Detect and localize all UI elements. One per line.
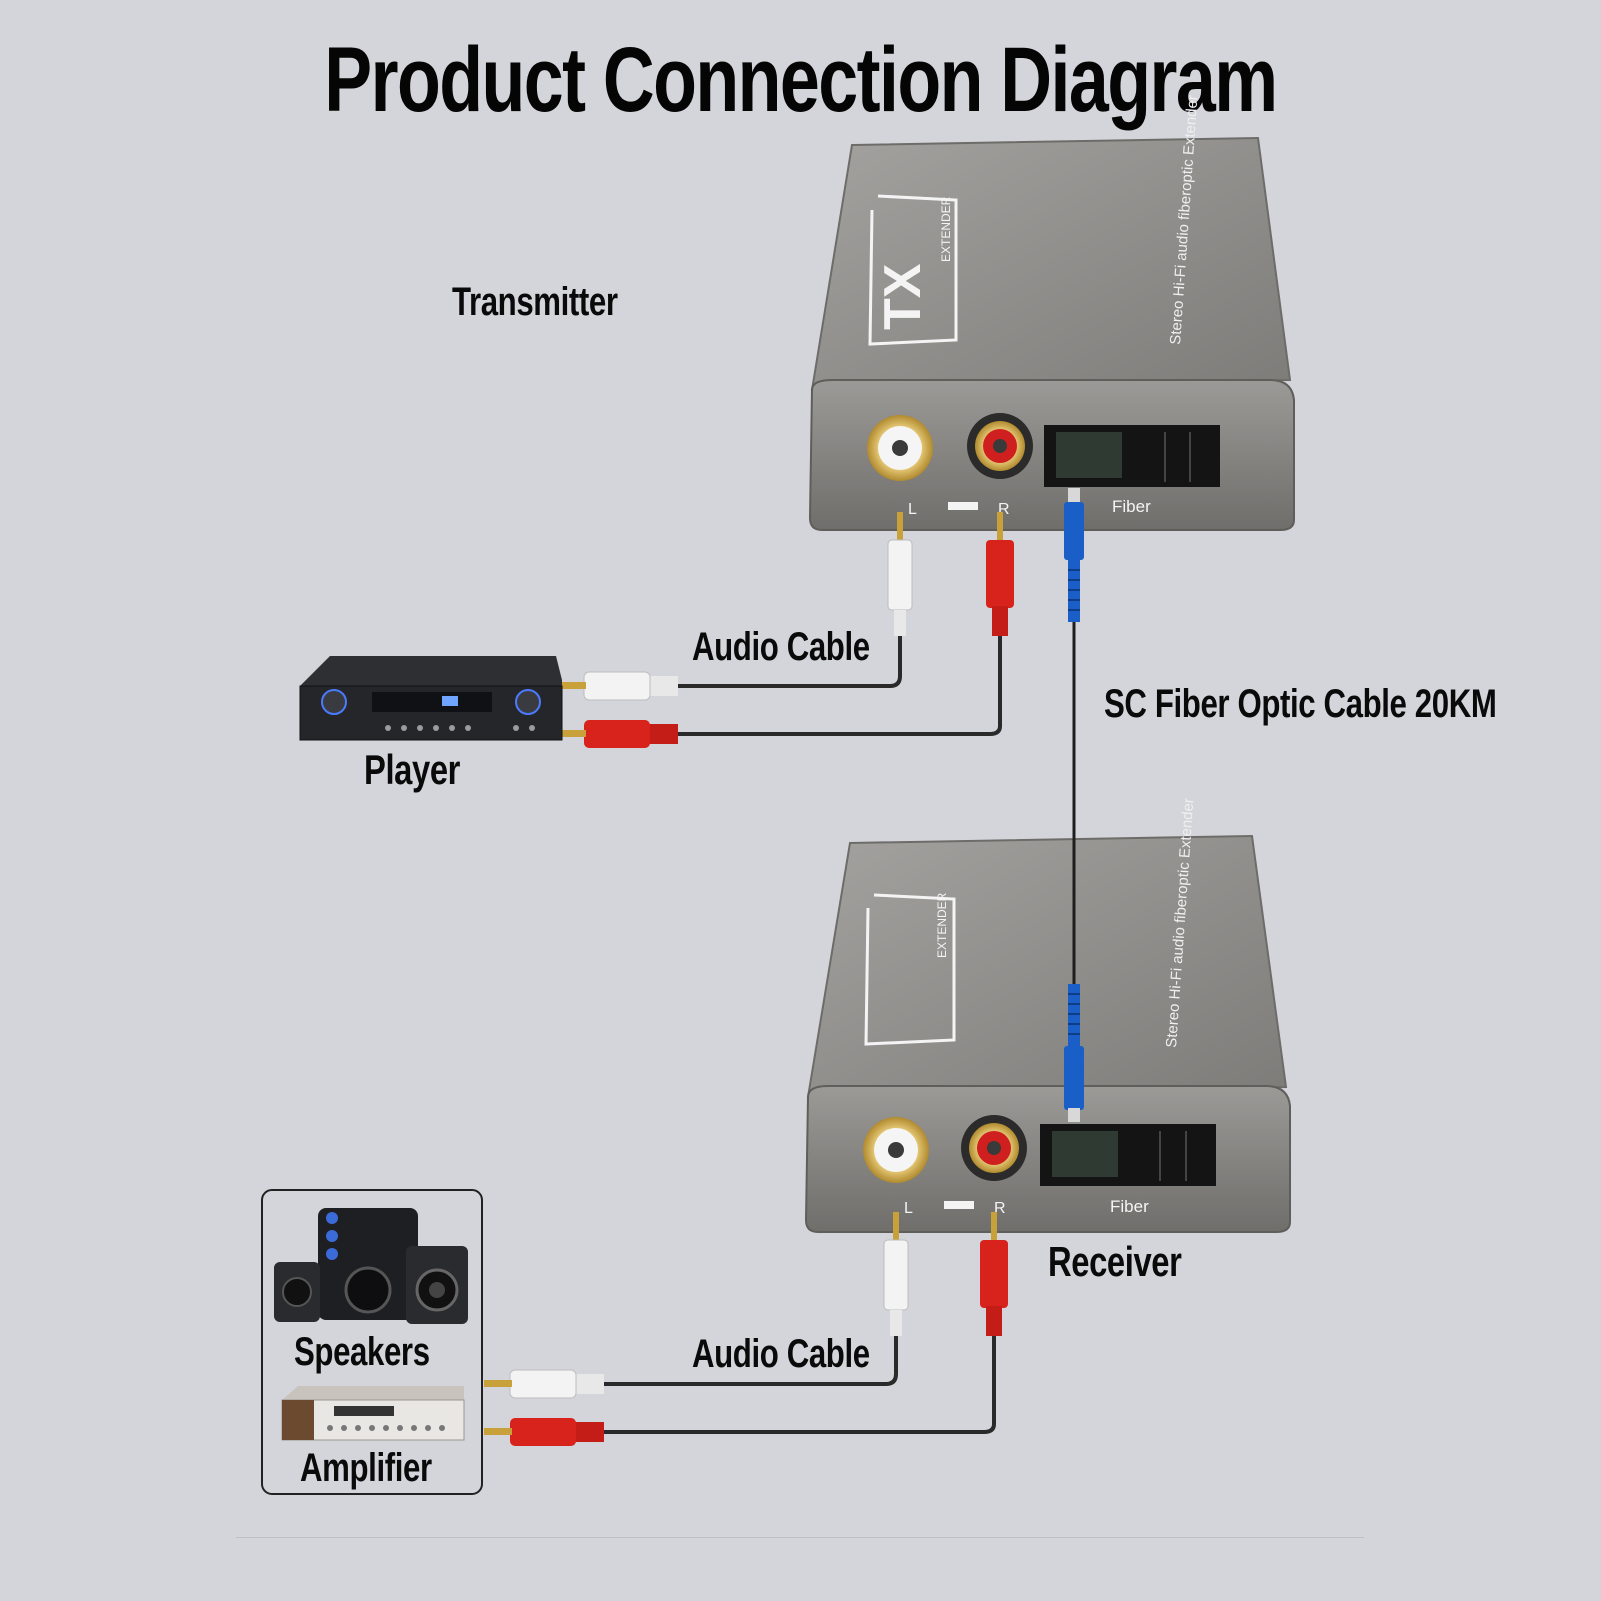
tx-badge-text: TX [874,263,932,330]
rx-badge: EXTENDER [864,892,956,1046]
tx-badge: TX EXTENDER [868,194,958,346]
player-knob-left-icon [321,689,347,715]
tx-fiber-port [1044,425,1220,487]
audio-cable-top [556,512,1014,748]
transmitter-label: Transmitter [452,280,618,324]
rx-port-divider [944,1201,974,1209]
tx-port-right [967,413,1033,479]
tx-port-right-label: R [998,501,1010,518]
player-device [299,656,563,741]
rx-port-right-label: R [994,1200,1006,1217]
rx-port-left-label: L [904,1200,913,1217]
page-title: Product Connection Diagram [324,29,1278,131]
player-label: Player [364,746,461,793]
rx-badge-sub: EXTENDER [935,892,949,958]
tx-fiber-label: Fiber [1112,497,1151,516]
audio-cable-top-label: Audio Cable [692,625,870,669]
tx-port-left-label: L [908,501,917,518]
bottom-divider [236,1537,1364,1538]
audio-cable-bottom-label: Audio Cable [692,1332,870,1376]
tx-port-divider [948,502,978,510]
transmitter-unit: TX EXTENDER Stereo Hi-Fi audio fiberopti… [808,95,1295,531]
receiver-unit: EXTENDER Stereo Hi-Fi audio fiberoptic E… [804,798,1291,1233]
fiber-cable-label: SC Fiber Optic Cable 20KM [1104,682,1497,726]
speakers-icon [274,1208,468,1324]
tx-badge-sub: EXTENDER [939,196,953,262]
rx-port-left [863,1117,929,1183]
amplifier-icon [281,1386,465,1441]
speakers-label: Speakers [294,1330,430,1374]
player-knob-right-icon [515,689,541,715]
audio-cable-bottom [484,1212,1008,1446]
amplifier-label: Amplifier [300,1446,432,1490]
output-devices-box [261,1189,483,1495]
rx-port-right [961,1115,1027,1181]
rx-fiber-label: Fiber [1110,1197,1149,1216]
receiver-label: Receiver [1048,1238,1182,1285]
tx-port-left [867,415,933,481]
fiber-cable [1064,488,1084,1122]
rx-fiber-port [1040,1124,1216,1186]
